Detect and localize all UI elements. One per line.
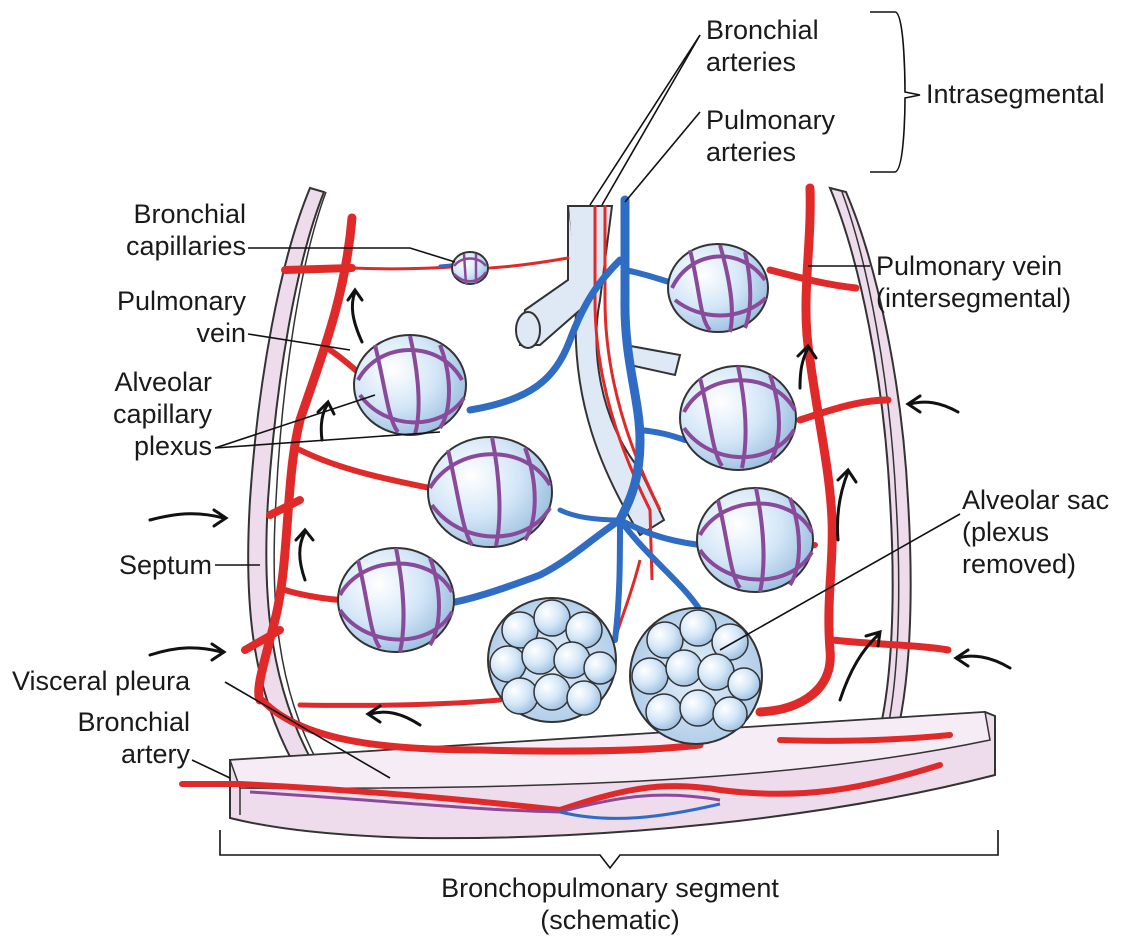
- label-line: artery: [40, 738, 190, 770]
- label-line: removed): [962, 548, 1109, 580]
- label-line: Bronchial: [40, 706, 190, 738]
- plexus-top-right: [668, 244, 768, 332]
- label-line: Bronchopulmonary segment: [380, 872, 840, 904]
- label-line: (plexus: [962, 516, 1109, 548]
- plexus-left-upper: [354, 335, 466, 435]
- label-bronchopulmonary-segment: Bronchopulmonary segment (schematic): [380, 872, 840, 936]
- label-pulmonary-arteries: Pulmonary arteries: [706, 104, 835, 168]
- alveolar-sac-left: [488, 598, 616, 722]
- label-alveolar-capillary-plexus: Alveolar capillary plexus: [40, 366, 212, 462]
- label-line: arteries: [706, 46, 819, 78]
- label-line: (schematic): [380, 904, 840, 936]
- label-line: plexus: [40, 430, 212, 462]
- label-line: capillary: [40, 398, 212, 430]
- label-line: Alveolar: [40, 366, 212, 398]
- label-line: Pulmonary: [60, 285, 246, 317]
- label-line: Alveolar sac: [962, 484, 1109, 516]
- label-visceral-pleura: Visceral pleura: [12, 665, 190, 697]
- plexus-left-lower: [338, 548, 454, 652]
- plexus-center-left: [428, 437, 552, 547]
- label-pulmonary-vein: Pulmonary vein: [60, 285, 246, 349]
- plexus-right-upper: [680, 366, 796, 470]
- label-line: Bronchial: [706, 14, 819, 46]
- alveolar-sac-right: [630, 608, 762, 744]
- label-alveolar-sac: Alveolar sac (plexus removed): [962, 484, 1109, 580]
- bronchial-capillary-cluster: [452, 252, 488, 284]
- label-line: Pulmonary vein: [876, 250, 1071, 282]
- label-line: arteries: [706, 136, 835, 168]
- label-line: (intersegmental): [876, 282, 1071, 314]
- label-bronchial-capillaries: Bronchial capillaries: [60, 198, 246, 262]
- label-bronchial-arteries: Bronchial arteries: [706, 14, 819, 78]
- label-line: Pulmonary: [706, 104, 835, 136]
- label-line: vein: [60, 317, 246, 349]
- label-line: capillaries: [60, 230, 246, 262]
- label-bronchial-artery: Bronchial artery: [40, 706, 190, 770]
- label-pulmonary-vein-intersegmental: Pulmonary vein (intersegmental): [876, 250, 1071, 314]
- label-line: Bronchial: [60, 198, 246, 230]
- label-intrasegmental: Intrasegmental: [926, 78, 1105, 110]
- plexus-right-middle: [697, 488, 813, 592]
- label-septum: Septum: [40, 549, 212, 581]
